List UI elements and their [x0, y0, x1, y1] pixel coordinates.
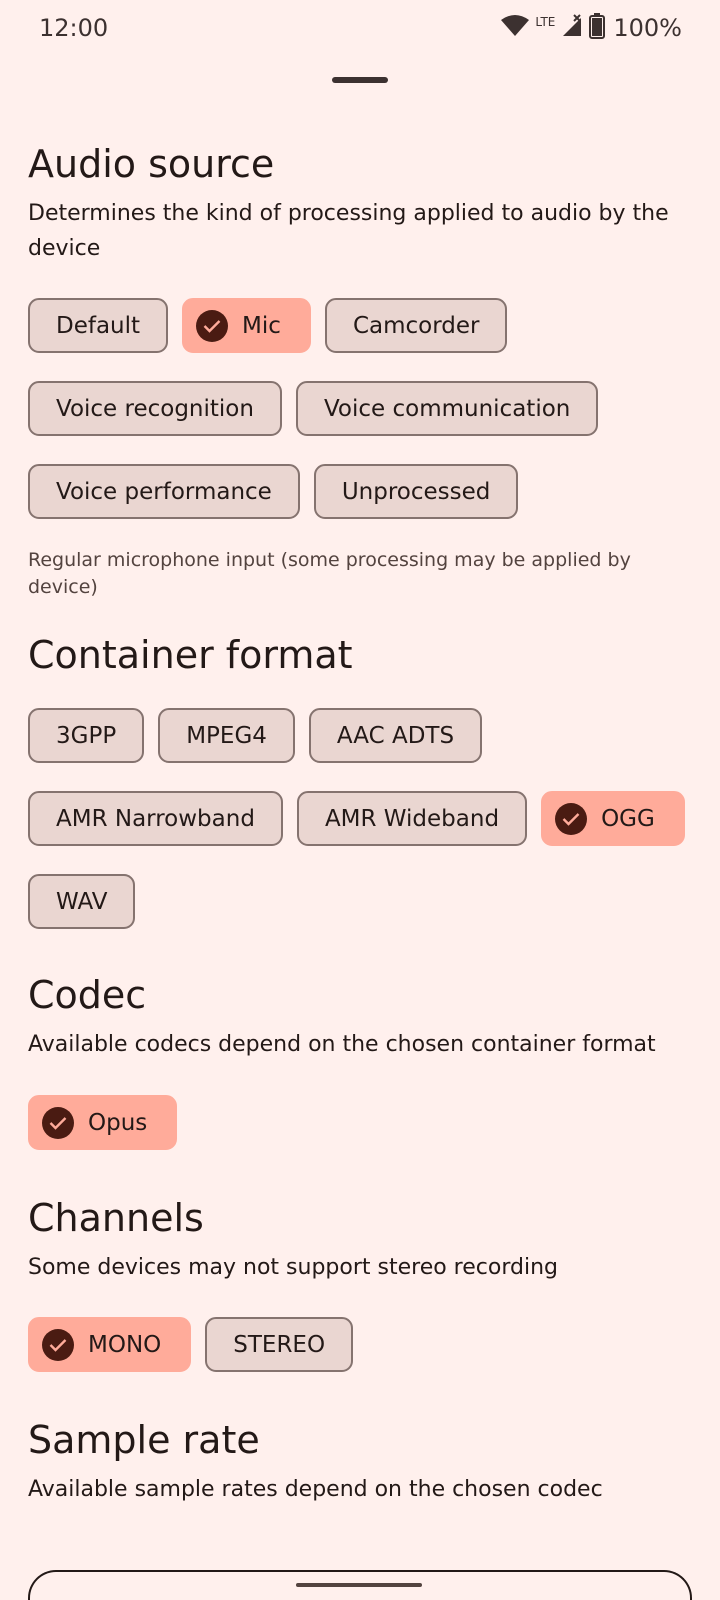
- sample-rate-section: Sample rate Available sample rates depen…: [28, 1417, 700, 1507]
- chip-label: 3GPP: [56, 722, 117, 749]
- chip-mic[interactable]: Mic: [182, 298, 311, 353]
- status-bar: 12:00 LTE 100%: [0, 0, 720, 56]
- audio-source-description: Determines the kind of processing applie…: [28, 201, 669, 261]
- chip-label: MONO: [88, 1331, 162, 1358]
- sample-rate-description: Available sample rates depend on the cho…: [28, 1477, 603, 1502]
- chip-mpeg4[interactable]: MPEG4: [158, 708, 295, 763]
- chip-3gpp[interactable]: 3GPP: [28, 708, 145, 763]
- chip-label: MPEG4: [186, 722, 267, 749]
- chip-aac-adts[interactable]: AAC ADTS: [308, 708, 483, 763]
- channels-section: Channels Some devices may not support st…: [28, 1195, 700, 1285]
- chip-default[interactable]: Default: [28, 298, 169, 353]
- chip-voice-performance[interactable]: Voice performance: [28, 464, 300, 519]
- codec-description: Available codecs depend on the chosen co…: [28, 1032, 656, 1057]
- signal-icon: [561, 13, 583, 43]
- chip-label: AAC ADTS: [336, 722, 455, 749]
- chip-wav[interactable]: WAV: [28, 874, 136, 929]
- home-indicator[interactable]: [296, 1583, 422, 1587]
- chip-ogg[interactable]: OGG: [541, 791, 685, 846]
- chip-opus[interactable]: Opus: [28, 1095, 178, 1150]
- sheet-drag-handle[interactable]: [332, 77, 388, 83]
- chip-voice-communication[interactable]: Voice communication: [295, 381, 599, 436]
- chip-amr-wideband[interactable]: AMR Wideband: [296, 791, 528, 846]
- chip-mono[interactable]: MONO: [28, 1317, 192, 1372]
- check-icon: [555, 802, 588, 835]
- check-icon: [42, 1328, 74, 1361]
- check-icon: [42, 1106, 74, 1139]
- chip-unprocessed[interactable]: Unprocessed: [313, 464, 519, 519]
- chip-label: Opus: [88, 1109, 148, 1136]
- audio-source-section: Audio source Determines the kind of proc…: [28, 141, 700, 266]
- chip-label: Voice recognition: [56, 395, 254, 422]
- status-time: 12:00: [39, 14, 109, 42]
- channels-description: Some devices may not support stereo reco…: [28, 1255, 558, 1280]
- chip-label: Camcorder: [352, 312, 480, 339]
- chip-label: Default: [56, 312, 141, 339]
- chip-label: Voice communication: [323, 395, 571, 422]
- battery-percentage: 100%: [613, 14, 682, 42]
- wifi-icon: [501, 14, 530, 42]
- codec-section: Codec Available codecs depend on the cho…: [28, 972, 700, 1062]
- chip-label: Unprocessed: [341, 478, 491, 505]
- container-format-section: Container format: [28, 632, 700, 678]
- chip-label: Mic: [242, 312, 281, 339]
- channels-chips: MONO STEREO: [28, 1317, 700, 1372]
- chip-stereo[interactable]: STEREO: [205, 1317, 354, 1372]
- codec-chips: Opus: [28, 1095, 700, 1150]
- audio-source-title: Audio source: [28, 142, 275, 186]
- sample-rate-title: Sample rate: [28, 1418, 260, 1462]
- container-format-title: Container format: [28, 633, 353, 677]
- codec-title: Codec: [28, 973, 147, 1017]
- channels-title: Channels: [28, 1196, 204, 1240]
- container-format-chips: 3GPP MPEG4 AAC ADTS AMR Narrowband AMR W…: [28, 708, 700, 929]
- chip-voice-recognition[interactable]: Voice recognition: [28, 381, 282, 436]
- chip-label: AMR Narrowband: [56, 805, 255, 832]
- audio-source-helper: Regular microphone input (some processin…: [28, 549, 631, 598]
- chip-amr-narrowband[interactable]: AMR Narrowband: [28, 791, 283, 846]
- chip-camcorder[interactable]: Camcorder: [324, 298, 508, 353]
- battery-icon: [589, 12, 606, 44]
- chip-label: AMR Wideband: [324, 805, 500, 832]
- network-type: LTE: [535, 15, 556, 29]
- chip-label: Voice performance: [56, 478, 272, 505]
- chip-label: STEREO: [233, 1331, 326, 1358]
- chip-label: WAV: [56, 888, 108, 915]
- status-icons: LTE 100%: [501, 12, 682, 44]
- check-icon: [196, 309, 229, 342]
- chip-label: OGG: [601, 805, 655, 832]
- audio-source-chips: Default Mic Camcorder Voice recognition …: [28, 298, 700, 519]
